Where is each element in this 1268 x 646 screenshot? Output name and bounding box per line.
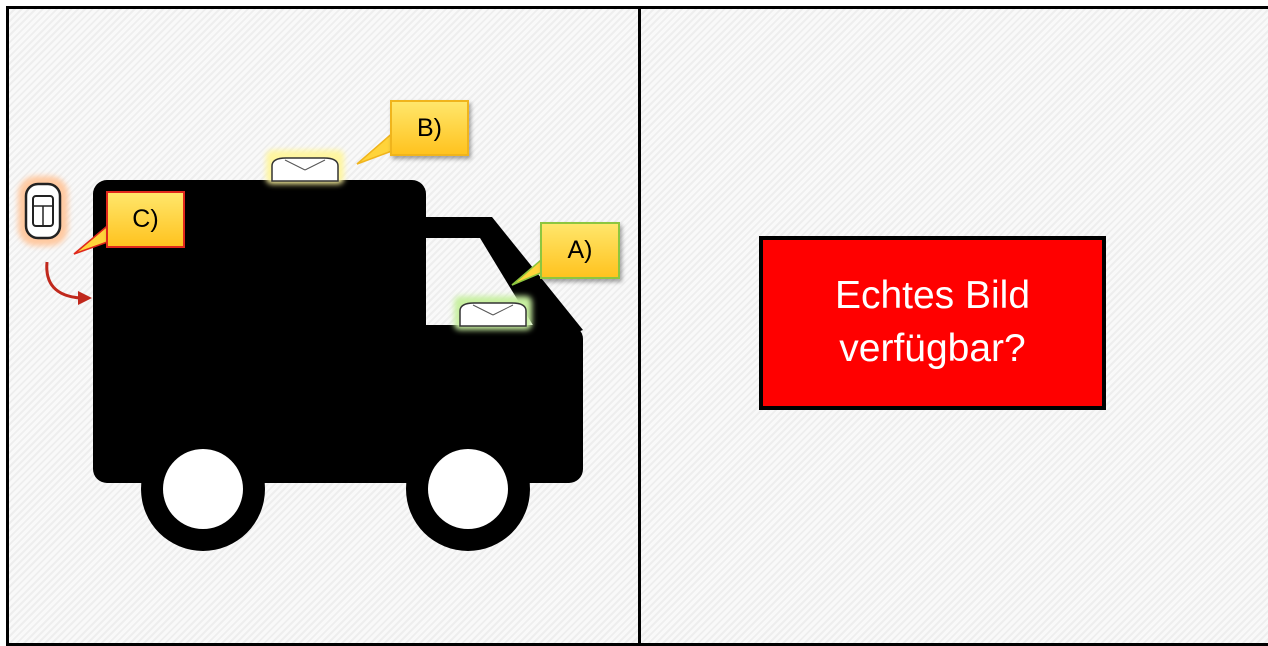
curved-arrow-icon [45, 261, 92, 305]
question-text: Echtes Bild verfügbar? [834, 274, 1031, 370]
callout-b: B) [390, 100, 469, 156]
callout-c: C) [106, 191, 185, 248]
question-box: Echtes Bild verfügbar? [759, 236, 1106, 410]
dashboard-camera-icon [454, 296, 532, 330]
van-silhouette [93, 180, 583, 551]
roof-camera-icon [266, 150, 344, 184]
callout-a: A) [540, 222, 620, 279]
device-icon [18, 176, 68, 246]
